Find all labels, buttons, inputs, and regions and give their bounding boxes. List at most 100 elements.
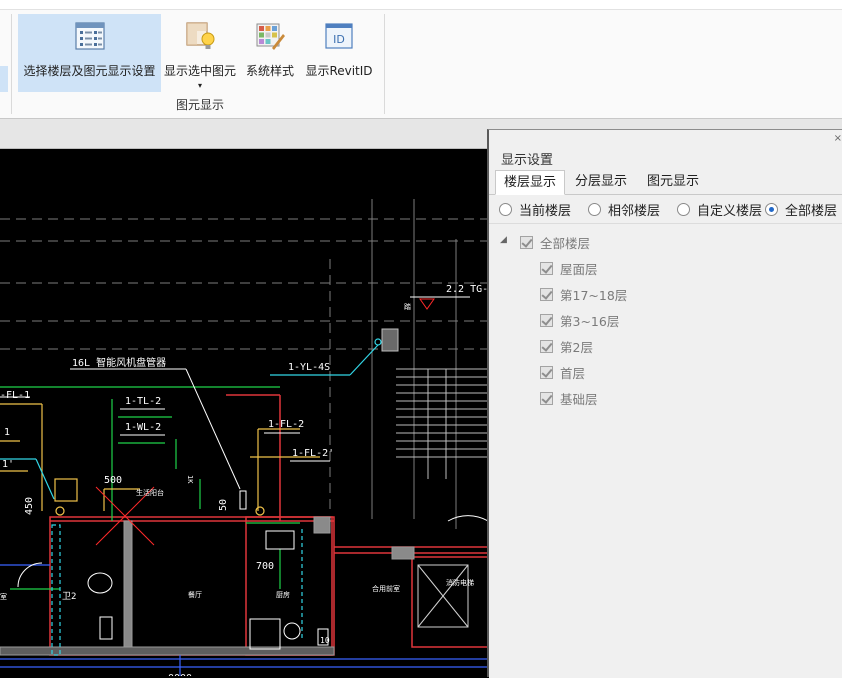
pin-icon[interactable]: × [833,133,842,144]
radio-adjacent-floor[interactable]: 相邻楼层 [588,200,660,219]
cad-room-f: 卫2 [62,592,76,602]
tree-node-label: 基础层 [560,392,598,407]
cad-dim-450: 450 [24,497,35,515]
checkbox[interactable] [540,314,553,327]
tree-node-floors-3-16[interactable]: 第3~16层 [540,311,619,330]
tab-layer-display[interactable]: 分层显示 [574,174,627,189]
cad-room-c: 厨房 [276,590,290,599]
radio-circle-checked[interactable] [765,203,778,216]
cad-label-tg: 2.2 TG- [446,284,488,295]
show-selected-elements-label: 显示选中图元 [163,64,236,78]
panel-title: 显示设置 [501,153,554,168]
checkbox[interactable] [540,262,553,275]
tree-node-label: 全部楼层 [540,236,591,251]
ribbon-separator [11,14,12,114]
layer-display-settings-label: 选择楼层及图元显示设置 [23,64,156,78]
cad-label-yl4s: 1-YL-4S [288,362,330,373]
ribbon-tab-strip [0,0,842,10]
floor-tree: ◢ 全部楼层 屋面层 第17~18层 第3~16层 第2层 首层 基础层 [489,223,842,678]
show-selected-icon [186,22,215,49]
tree-node-label: 第2层 [560,340,593,355]
cad-drawing-canvas[interactable]: 2.2 TG- 16L 智能风机盘管器 1-YL-4S -FL-1 1-TL-2… [0,149,488,676]
cad-label-wl2: 1-WL-2 [125,422,161,433]
layer-settings-icon [74,22,105,50]
show-revit-id-button[interactable]: ID 显示RevitID [304,14,374,92]
checkbox[interactable] [540,392,553,405]
tree-node-floors-17-18[interactable]: 第17~18层 [540,285,627,304]
cad-room-d: 合用前室 [372,584,400,593]
cad-label-stair: 踏 [404,302,411,311]
show-revit-id-label: 显示RevitID [305,64,373,78]
cad-mark-10: 10 [320,636,330,645]
cad-mark-1k: 1K [186,475,194,484]
system-style-label: 系统样式 [245,64,294,78]
revit-id-icon-text: ID [333,33,345,46]
radio-current-floor[interactable]: 当前楼层 [499,200,571,219]
radio-adjacent-floor-label: 相邻楼层 [608,204,661,219]
checkbox[interactable] [540,340,553,353]
ribbon-separator [384,14,385,114]
cad-labels: 2.2 TG- 16L 智能风机盘管器 1-YL-4S -FL-1 1-TL-2… [0,284,488,676]
show-selected-elements-button[interactable]: 显示选中图元 ▾ [163,14,237,92]
cad-dim-50: 50 [218,499,229,511]
tree-node-all-floors[interactable]: 全部楼层 [520,233,590,252]
cad-room-b: 餐厅 [188,590,202,599]
tree-expander-icon[interactable]: ◢ [500,235,507,245]
chevron-down-icon[interactable]: ▾ [197,81,202,90]
radio-circle[interactable] [499,203,512,216]
cad-drawing[interactable]: 2.2 TG- 16L 智能风机盘管器 1-YL-4S -FL-1 1-TL-2… [0,149,488,676]
cad-dim-700: 700 [256,561,274,572]
checkbox[interactable] [520,236,533,249]
cad-blue-pipes [0,564,488,676]
ribbon-left-selected-fragment[interactable] [0,66,8,92]
checkbox[interactable] [540,366,553,379]
radio-all-floors[interactable]: 全部楼层 [765,200,837,219]
cad-room-a: 生活阳台 [136,488,164,497]
cad-red-markers [95,298,435,546]
tree-node-roof[interactable]: 屋面层 [540,259,598,278]
tree-node-ground-floor[interactable]: 首层 [540,363,585,382]
cad-label-1: 1 [4,427,10,438]
tree-node-label: 第17~18层 [560,288,628,303]
tree-node-label: 屋面层 [560,262,598,277]
cad-stair [381,328,488,479]
cad-cyan-pipes [0,338,382,656]
tree-node-label: 第3~16层 [560,314,620,329]
revit-id-icon: ID [325,23,353,49]
radio-current-floor-label: 当前楼层 [519,204,572,219]
cad-label-1b: 1' [2,459,14,470]
cad-yellow-pipes [0,403,320,516]
tree-node-label: 首层 [560,366,586,381]
cad-dim-bottom: 0000 [168,673,192,676]
tab-element-display[interactable]: 图元显示 [646,174,699,189]
display-settings-panel: × 显示设置 楼层显示 分层显示 图元显示 当前楼层 相邻楼层 自定义楼层 全部… [487,129,842,678]
cad-dim-500: 500 [104,475,122,486]
cad-grid-lines [0,199,488,529]
cad-label-fl2b: 1-FL-2' [292,448,334,459]
system-style-icon [256,23,285,50]
cad-label-fan-coil: 16L 智能风机盘管器 [72,356,166,369]
cad-label-tl2: 1-TL-2 [125,396,161,407]
radio-circle[interactable] [588,203,601,216]
layer-display-settings-button[interactable]: 选择楼层及图元显示设置 [18,14,161,92]
cad-green-pipes [0,386,300,590]
ribbon: 选择楼层及图元显示设置 显示选中图元 ▾ 系统样式 ID 显示RevitID 图… [0,0,842,119]
radio-custom-floor-label: 自定义楼层 [697,204,763,219]
tab-floor-display[interactable]: 楼层显示 [495,170,565,195]
system-style-button[interactable]: 系统样式 [240,14,300,92]
cad-room-e: 消防电梯 [446,578,474,587]
checkbox[interactable] [540,288,553,301]
cad-hatched-walls [0,516,469,656]
panel-tabs: 楼层显示 分层显示 图元显示 [489,168,842,195]
ribbon-group-label: 图元显示 [175,98,224,112]
cad-label-fl1: -FL-1 [0,390,30,401]
cad-label-fl2: 1-FL-2 [268,419,304,430]
tree-node-floor-2[interactable]: 第2层 [540,337,593,356]
tree-node-foundation[interactable]: 基础层 [540,389,598,408]
cad-leader-lines [0,296,488,650]
radio-all-floors-label: 全部楼层 [785,204,838,219]
floor-scope-radio-group: 当前楼层 相邻楼层 自定义楼层 全部楼层 [489,196,842,220]
radio-circle[interactable] [677,203,690,216]
radio-custom-floor[interactable]: 自定义楼层 [677,200,762,219]
cad-room-g: 室 [0,592,7,601]
